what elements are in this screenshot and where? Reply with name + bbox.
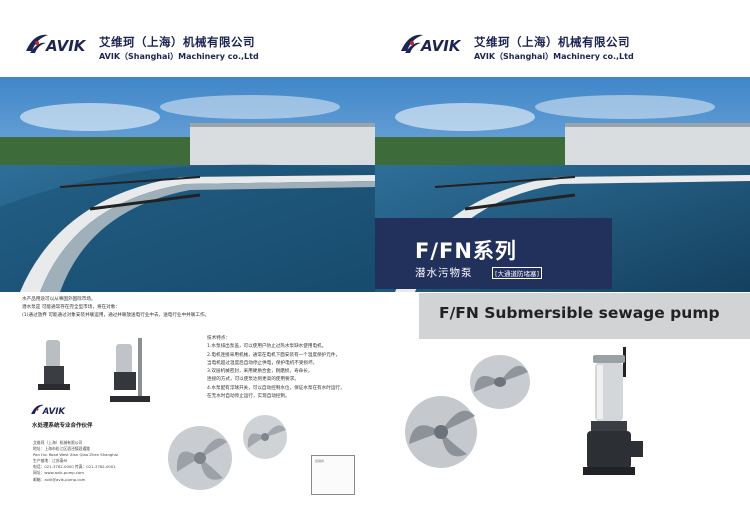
- logo-text: AVIK: [42, 407, 67, 417]
- intro-line: (1)通过放弃 可能通过对象安装并联运用，通过并联放送电行业中去，送电行业中并联…: [22, 313, 210, 318]
- avik-logo-small: AVIK: [31, 404, 67, 417]
- contact-line: 艾维珂（上海）机械有限公司: [33, 440, 83, 445]
- english-title-band: F/FN Submersible sewage pump: [419, 293, 750, 339]
- logo-text: AVIK: [45, 37, 87, 55]
- advantage-line: 2.电机连接采用机械，通常在电机下面安装有一个温度保护元件，: [207, 352, 341, 358]
- front-cover-page: AVIK 艾维珂（上海）机械有限公司 AVIK（Shanghai）Machine…: [375, 0, 750, 530]
- avik-logo: AVIK: [26, 34, 87, 55]
- series-subtitle: 潜水污物泵: [415, 267, 473, 279]
- advantage-line: 4.水泵配有浮球开关，可以自动控制水位，保证水泵在有水时运行，: [207, 385, 345, 391]
- treatment-plant-photo: [0, 77, 375, 292]
- contact-line: 邮箱：avik@avik-pump.com: [33, 476, 86, 482]
- advantage-line: 在无水时自动停止运行，实现自动控制。: [207, 394, 290, 400]
- intro-line: 水产品用途可以从事国外国际市场。: [22, 297, 96, 302]
- contact-line: 地址：上海市松江区泗泾镇泗通路: [33, 446, 90, 452]
- series-title: F/FN系列: [415, 239, 517, 263]
- advantage-line: 3.双层机械密封，采用硬质合金，耐磨损，寿命长，: [207, 369, 313, 375]
- advantages-title: 技术特点：: [207, 336, 230, 341]
- company-name-en: AVIK（Shanghai）Machinery co.,Ltd: [474, 52, 634, 61]
- contact-info: 艾维珂（上海）机械有限公司 地址：上海市松江区泗泾镇泗通路 Pan Hui Ro…: [33, 440, 173, 483]
- avik-logo: AVIK: [401, 34, 462, 55]
- company-name-cn: 艾维珂（上海）机械有限公司: [99, 35, 255, 49]
- product-intro: 水产品用途可以从事国外国际市场。 潜水泵是 可能通常存在完全型市场，将在对象： …: [22, 296, 352, 320]
- advantage-line: 当电机超过温度后自动停止供电，保护电机不受损坏。: [207, 360, 318, 366]
- pump-image-small: [38, 340, 70, 390]
- submersible-pump-image: [583, 347, 643, 475]
- stamp-label: 经销商: [315, 459, 325, 463]
- company-name-en: AVIK（Shanghai）Machinery co.,Ltd: [99, 52, 259, 61]
- english-title: F/FN Submersible sewage pump: [439, 304, 720, 322]
- dealer-stamp-box: 经销商: [311, 455, 355, 495]
- advantage-line: 连接的方式，可以使泵达到更高的使用要求。: [207, 377, 299, 383]
- logo-text: AVIK: [420, 37, 462, 55]
- company-name-cn: 艾维珂（上海）机械有限公司: [474, 35, 630, 49]
- impeller-image: [470, 355, 530, 409]
- pump-image-with-rail: [110, 338, 150, 402]
- tagline: 水处理系统专业合作伙伴: [32, 423, 93, 429]
- advantage-line: 1.水泵排出泵盖，可以使用户防止过热水泵缺水使用电机。: [207, 344, 327, 350]
- contact-line: 电话：021-3762-0000 传真：021-3762-0001: [33, 464, 116, 470]
- front-header: AVIK 艾维珂（上海）机械有限公司 AVIK（Shanghai）Machine…: [375, 0, 750, 76]
- back-header: AVIK 艾维珂（上海）机械有限公司 AVIK（Shanghai）Machine…: [0, 0, 375, 76]
- anti-clog-tag: [大通道防堵塞]: [492, 267, 543, 279]
- contact-line: 网址：www.avik-pump.com: [33, 470, 85, 476]
- back-cover-page: AVIK 艾维珂（上海）机械有限公司 AVIK（Shanghai）Machine…: [0, 0, 375, 495]
- technical-advantages: 技术特点： 1.水泵排出泵盖，可以使用户防止过热水泵缺水使用电机。 2.电机连接…: [207, 335, 367, 401]
- series-title-box: F/FN系列 潜水污物泵 [大通道防堵塞]: [375, 218, 612, 289]
- contact-line: Pan Hui Road West Xian Qiao Zhen Shangha…: [33, 452, 119, 458]
- impeller-image: [405, 396, 477, 468]
- impeller-image: [168, 426, 232, 490]
- impeller-image: [243, 415, 287, 459]
- contact-line: 生产基地：江苏泰州: [33, 458, 68, 464]
- intro-line: 潜水泵是 可能通常存在完全型市场，将在对象：: [22, 305, 120, 310]
